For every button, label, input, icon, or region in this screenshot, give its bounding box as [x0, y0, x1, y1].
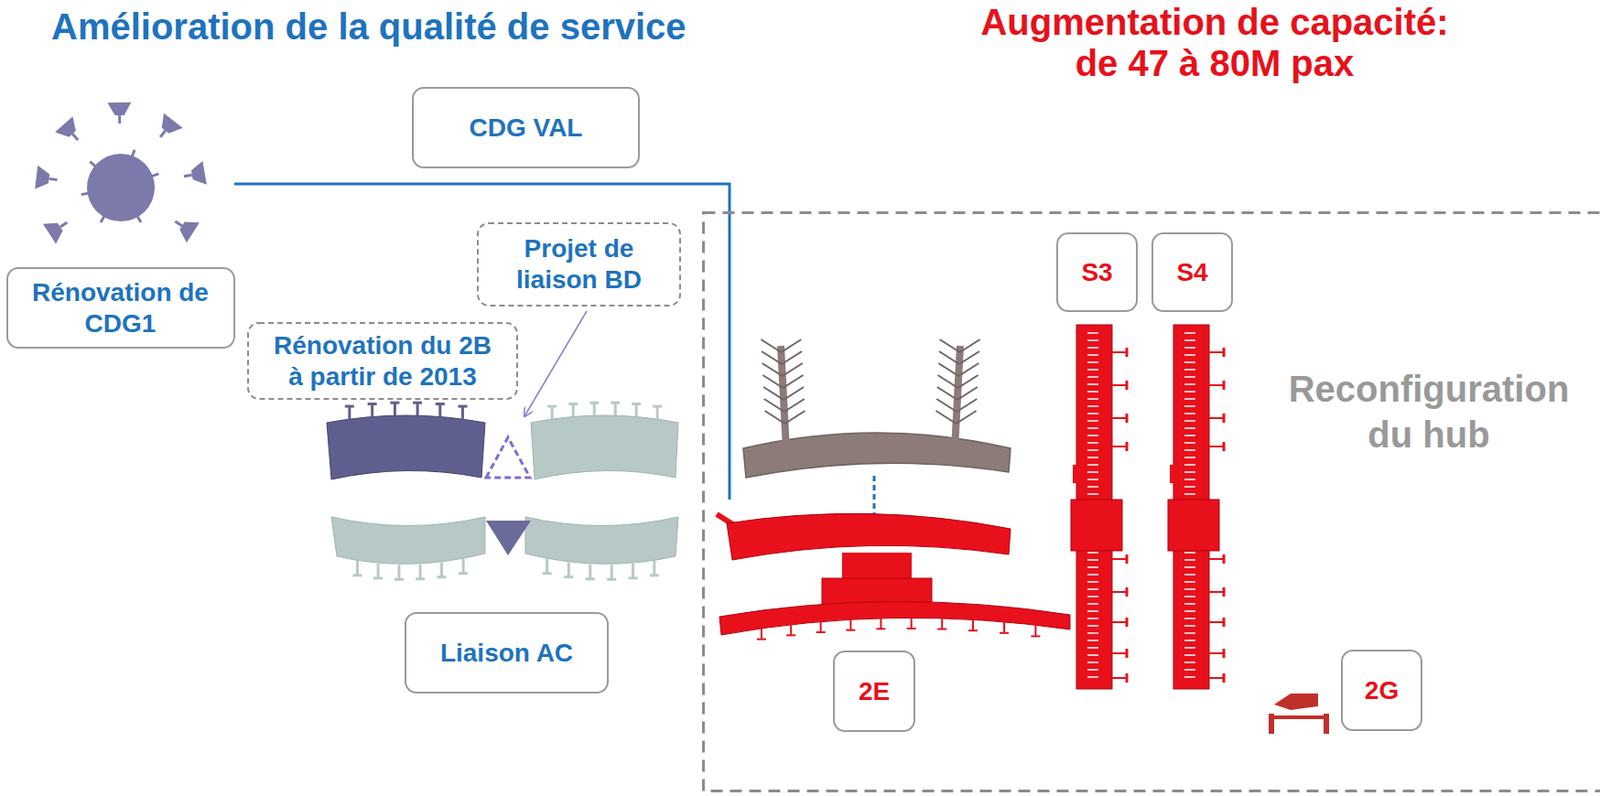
box-label: 2E	[858, 676, 890, 708]
terminal-2g	[1268, 693, 1330, 735]
terminal-label: 2G	[1340, 649, 1423, 732]
terminal-2b	[326, 415, 486, 480]
cdg1-terminal	[86, 153, 155, 222]
line-box: CDG VAL	[411, 86, 640, 169]
region-title: Reconfiguration du hub	[1277, 366, 1580, 458]
box-label: S3	[1081, 257, 1113, 289]
ac-link-triangle	[486, 520, 531, 556]
satellite-pod	[43, 212, 74, 244]
cdg1-satellites	[34, 102, 207, 245]
spoke	[131, 150, 135, 158]
satellite-pod	[182, 161, 207, 189]
satellite-s4	[1167, 324, 1224, 690]
gate-fingers	[352, 559, 468, 581]
box-outline	[477, 223, 681, 306]
box-outline	[248, 323, 518, 400]
satellite-pod	[168, 211, 199, 243]
satellite-s3	[1070, 324, 1127, 690]
terminal-label: S3	[1056, 232, 1138, 313]
spoke	[137, 216, 141, 223]
hub-region: Reconfiguration du hub S3 S4 2E 2G	[702, 211, 1600, 794]
box-outline	[1341, 650, 1422, 731]
box-label: Rénovation du 2B à partir de 2013	[268, 330, 498, 392]
spoke	[81, 193, 89, 195]
terminal-label: 2E	[832, 650, 916, 733]
terminal-label: S4	[1151, 232, 1233, 313]
terminal-2c	[525, 517, 679, 564]
satellite-pod	[107, 102, 131, 124]
project-box: Rénovation de CDG1	[6, 267, 236, 349]
capacity-heading: Augmentation de capacité: de 47 à 80M pa…	[967, 1, 1462, 85]
satellite-pod	[151, 113, 184, 145]
project-box: Projet de liaison BD	[476, 222, 682, 307]
spoke	[89, 162, 96, 167]
box-label: Liaison AC	[440, 637, 573, 670]
gate-fingers	[756, 617, 1040, 640]
gate-fingers	[542, 559, 660, 581]
box-outline	[1152, 233, 1233, 312]
gate-fingers	[547, 402, 662, 420]
terminal-2e	[716, 513, 1071, 636]
project-box: Liaison AC	[404, 612, 609, 694]
project-box: Rénovation du 2B à partir de 2013	[247, 322, 519, 400]
spoke	[151, 173, 160, 177]
box-outline	[412, 87, 639, 168]
box-outline	[7, 268, 235, 348]
box-label: CDG VAL	[469, 112, 584, 144]
box-outline	[1057, 233, 1137, 312]
terminal-2d	[530, 415, 679, 480]
satellite-pod	[54, 116, 87, 148]
box-label: Rénovation de CDG1	[15, 277, 227, 339]
spoke	[100, 216, 105, 223]
box-outline	[833, 651, 915, 732]
bd-link-triangle	[486, 437, 530, 478]
gate-fingers	[345, 402, 468, 420]
box-label: 2G	[1364, 675, 1399, 707]
page-title: Amélioration de la qualité de service	[51, 5, 687, 48]
box-outline	[405, 613, 608, 693]
region-outline	[703, 213, 1600, 792]
terminal-2f	[743, 339, 1011, 478]
box-label: Projet de liaison BD	[497, 233, 662, 295]
terminal-2a	[331, 517, 486, 564]
box-label: S4	[1176, 257, 1208, 289]
satellite-pod	[34, 165, 59, 193]
leader-line	[524, 311, 587, 417]
link-dashed	[873, 475, 876, 519]
val-line	[234, 183, 730, 500]
